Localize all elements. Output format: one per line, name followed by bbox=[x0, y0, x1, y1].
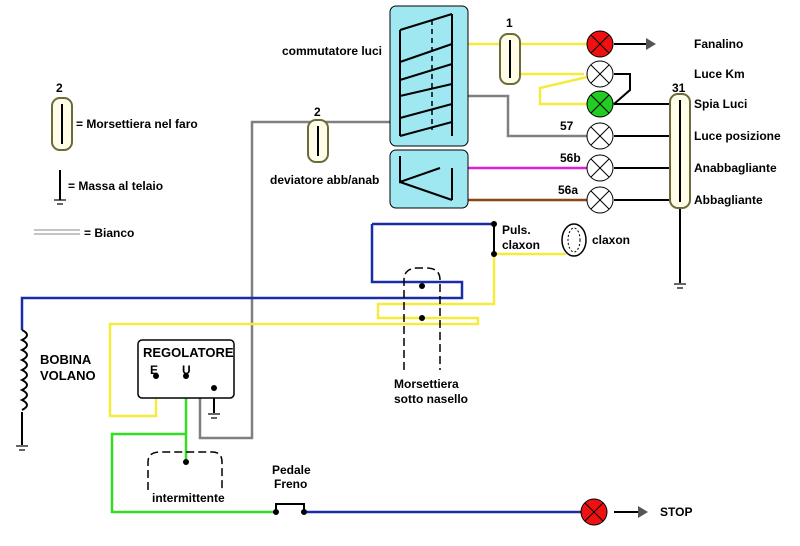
lamps bbox=[580, 30, 614, 526]
coil-icon bbox=[19, 329, 28, 411]
label-anabbagliante: Anabbagliante bbox=[694, 161, 777, 175]
terminal-31 bbox=[669, 93, 691, 209]
terminal-31-number: 31 bbox=[672, 81, 686, 95]
wire-green-int bbox=[110, 376, 276, 514]
label-luce-km: Luce Km bbox=[694, 67, 745, 81]
arrow-ground-fanalino bbox=[646, 38, 656, 50]
lamp-abbagliante bbox=[586, 186, 614, 214]
ground-icon-coil bbox=[16, 445, 28, 451]
light-switch-body bbox=[389, 5, 469, 147]
regulator-u-label: U bbox=[182, 363, 191, 377]
flasher-label: intermittente bbox=[152, 491, 225, 505]
ground-icon-31 bbox=[674, 283, 686, 289]
label-fanalino: Fanalino bbox=[694, 37, 743, 51]
nose-terminal-label-1: Morsettiera bbox=[394, 377, 459, 391]
terminal-2-number: 2 bbox=[314, 105, 321, 119]
light-switch-label: commutatore luci bbox=[282, 44, 382, 58]
lamp-anabbagliante bbox=[586, 154, 614, 182]
wire-yellow-lucekm bbox=[518, 72, 601, 106]
light-switch bbox=[389, 5, 469, 147]
ground-icon-legend bbox=[54, 199, 66, 205]
legend-ground-text: = Massa al telaio bbox=[68, 179, 163, 193]
ground-lines bbox=[21, 43, 681, 513]
claxon-icon bbox=[561, 223, 587, 257]
regulator-e-label: E bbox=[150, 363, 158, 377]
wire-label-57: 57 bbox=[560, 119, 574, 133]
wire-blue-horn bbox=[20, 222, 494, 330]
legend: 2 = Morsettiera nel faro = Massa al tela… bbox=[34, 81, 198, 240]
legend-white-text: = Bianco bbox=[84, 226, 134, 240]
terminal-1-number: 1 bbox=[506, 16, 513, 30]
coil-label-1: BOBINA bbox=[40, 352, 92, 367]
horn-button-label-2: claxon bbox=[502, 238, 540, 252]
wire-gray-main bbox=[198, 120, 392, 440]
coil-label-2: VOLANO bbox=[40, 368, 96, 383]
wire-gray-57 bbox=[452, 94, 600, 138]
wire-label-56a: 56a bbox=[558, 183, 578, 197]
arrow-ground-stop bbox=[638, 506, 648, 518]
legend-terminal-number: 2 bbox=[56, 81, 63, 95]
dimmer-switch-label: deviatore abb/anab bbox=[270, 173, 379, 187]
wire-yellow-horn bbox=[108, 252, 566, 418]
regulator bbox=[137, 339, 235, 399]
lamp-fanalino bbox=[586, 30, 614, 58]
claxon-label: claxon bbox=[592, 233, 630, 247]
dimmer-switch bbox=[389, 149, 469, 209]
label-luce-posizione: Luce posizione bbox=[694, 129, 781, 143]
ground-icon-reg bbox=[208, 413, 220, 419]
label-spia-luci: Spia Luci bbox=[694, 97, 747, 111]
wire-label-56b: 56b bbox=[560, 151, 581, 165]
flasher bbox=[147, 451, 223, 490]
label-stop: STOP bbox=[660, 505, 692, 519]
brake-switch bbox=[273, 503, 307, 515]
terminal-1 bbox=[499, 33, 521, 85]
lamp-stop bbox=[580, 498, 608, 526]
horn-button-label-1: Puls. bbox=[502, 223, 531, 237]
nose-terminal-label-2: sotto nasello bbox=[394, 392, 468, 406]
lamp-luce-posizione bbox=[586, 122, 614, 150]
ground-line-31 bbox=[613, 73, 681, 284]
nose-terminal-block bbox=[403, 267, 441, 370]
brake-switch-label-1: Pedale bbox=[272, 463, 311, 477]
terminal-2 bbox=[307, 119, 329, 163]
dimmer-switch-body bbox=[389, 149, 469, 209]
lamp-luce-km bbox=[586, 60, 614, 88]
wires bbox=[20, 42, 615, 514]
label-abbagliante: Abbagliante bbox=[694, 193, 763, 207]
junction-dots bbox=[153, 221, 497, 391]
brake-switch-label-2: Freno bbox=[274, 477, 307, 491]
regulator-label: REGOLATORE bbox=[143, 345, 234, 360]
lamp-spia-luci bbox=[586, 90, 614, 118]
legend-terminal-text: = Morsettiera nel faro bbox=[76, 117, 198, 131]
